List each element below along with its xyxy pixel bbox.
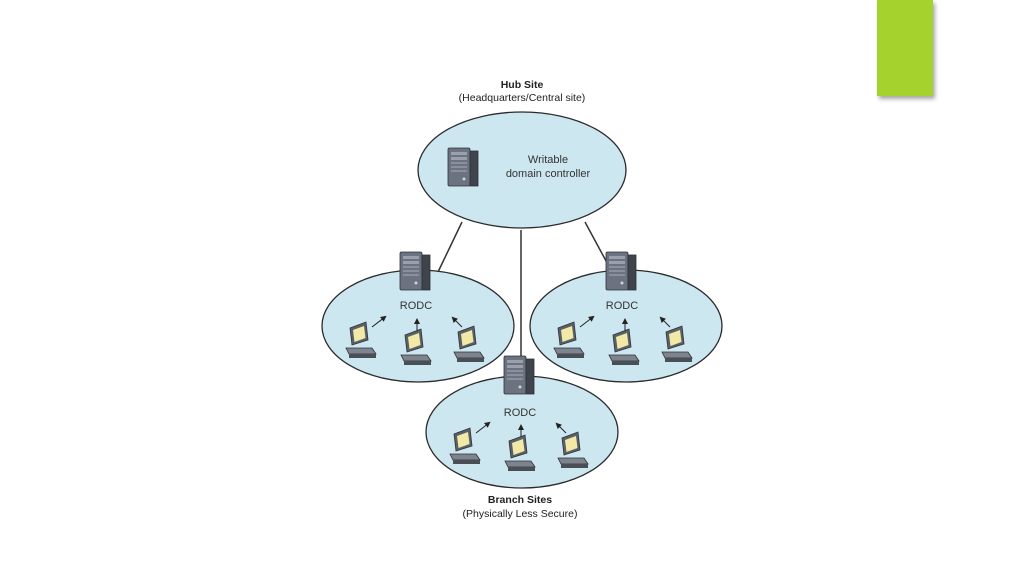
writable-dc-label-line2: domain controller	[506, 168, 591, 180]
arrow-icon	[451, 316, 463, 328]
server-tower-icon	[605, 251, 637, 291]
branch-site-right: RODC	[529, 251, 723, 383]
arrow-icon	[659, 316, 671, 328]
arrow-icon	[579, 315, 595, 328]
writable-dc-label-line1: Writable	[528, 154, 568, 166]
server-tower-icon	[503, 355, 535, 395]
rodc-label-bottom: RODC	[504, 407, 536, 419]
server-tower-icon	[399, 251, 431, 291]
hub-site-title: Hub Site	[501, 79, 544, 91]
server-tower-icon	[447, 147, 479, 187]
rodc-label-right: RODC	[606, 300, 638, 312]
arrow-icon	[475, 421, 491, 434]
branch-site-bottom: RODC	[425, 355, 619, 489]
branch-sites-subtitle: (Physically Less Secure)	[463, 508, 578, 520]
hub-site-ellipse	[417, 111, 627, 229]
arrow-icon	[555, 422, 567, 434]
rodc-label-left: RODC	[400, 300, 432, 312]
hub-site: Hub Site (Headquarters/Central site) Wri…	[417, 79, 627, 229]
branch-sites-title: Branch Sites	[488, 494, 552, 506]
hub-site-subtitle: (Headquarters/Central site)	[459, 92, 586, 104]
arrow-icon	[371, 315, 387, 328]
link-hub-left	[437, 221, 463, 273]
branch-site-left: RODC	[321, 251, 515, 383]
accent-bar	[877, 0, 933, 96]
